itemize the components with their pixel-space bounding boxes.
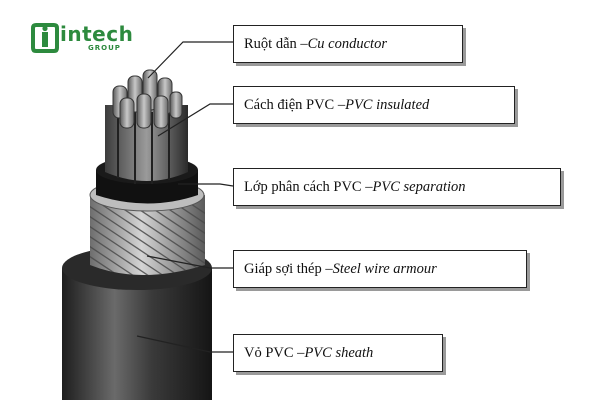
label-armour-en: Steel wire armour (332, 260, 437, 277)
leader-line-separation (178, 183, 234, 187)
label-insulation-vi: Cách điện PVC – (244, 96, 346, 113)
label-sheath-vi: Vỏ PVC – (244, 344, 305, 361)
label-insulation-en: PVC insulated (345, 96, 430, 113)
label-separation-vi: Lớp phân cách PVC – (244, 178, 373, 195)
label-separation: Lớp phân cách PVC – PVC separation (233, 168, 561, 206)
intech-logo: intech GROUP (30, 22, 150, 56)
label-conductor-en: Cu conductor (307, 35, 387, 52)
cu-conductor-strands (112, 69, 183, 129)
label-sheath-en: PVC sheath (304, 344, 374, 361)
leader-lines (136, 41, 234, 353)
leader-line-armour (146, 255, 233, 269)
leader-line-insulation (157, 103, 233, 137)
label-separation-en: PVC separation (372, 178, 466, 195)
logo-wordmark: intech (60, 22, 134, 46)
leader-line-sheath (136, 335, 233, 353)
label-conductor: Ruột dẫn – Cu conductor (233, 25, 463, 63)
steel-armour-layer (89, 178, 205, 275)
label-insulation: Cách điện PVC – PVC insulated (233, 86, 515, 124)
label-conductor-vi: Ruột dẫn – (244, 35, 308, 52)
label-armour-vi: Giáp sợi thép – (244, 260, 333, 277)
logo-mark-icon (31, 23, 59, 53)
logo-subtitle: GROUP (88, 44, 121, 52)
label-armour: Giáp sợi thép – Steel wire armour (233, 250, 527, 288)
leader-line-conductor (147, 41, 233, 79)
label-sheath: Vỏ PVC – PVC sheath (233, 334, 443, 372)
